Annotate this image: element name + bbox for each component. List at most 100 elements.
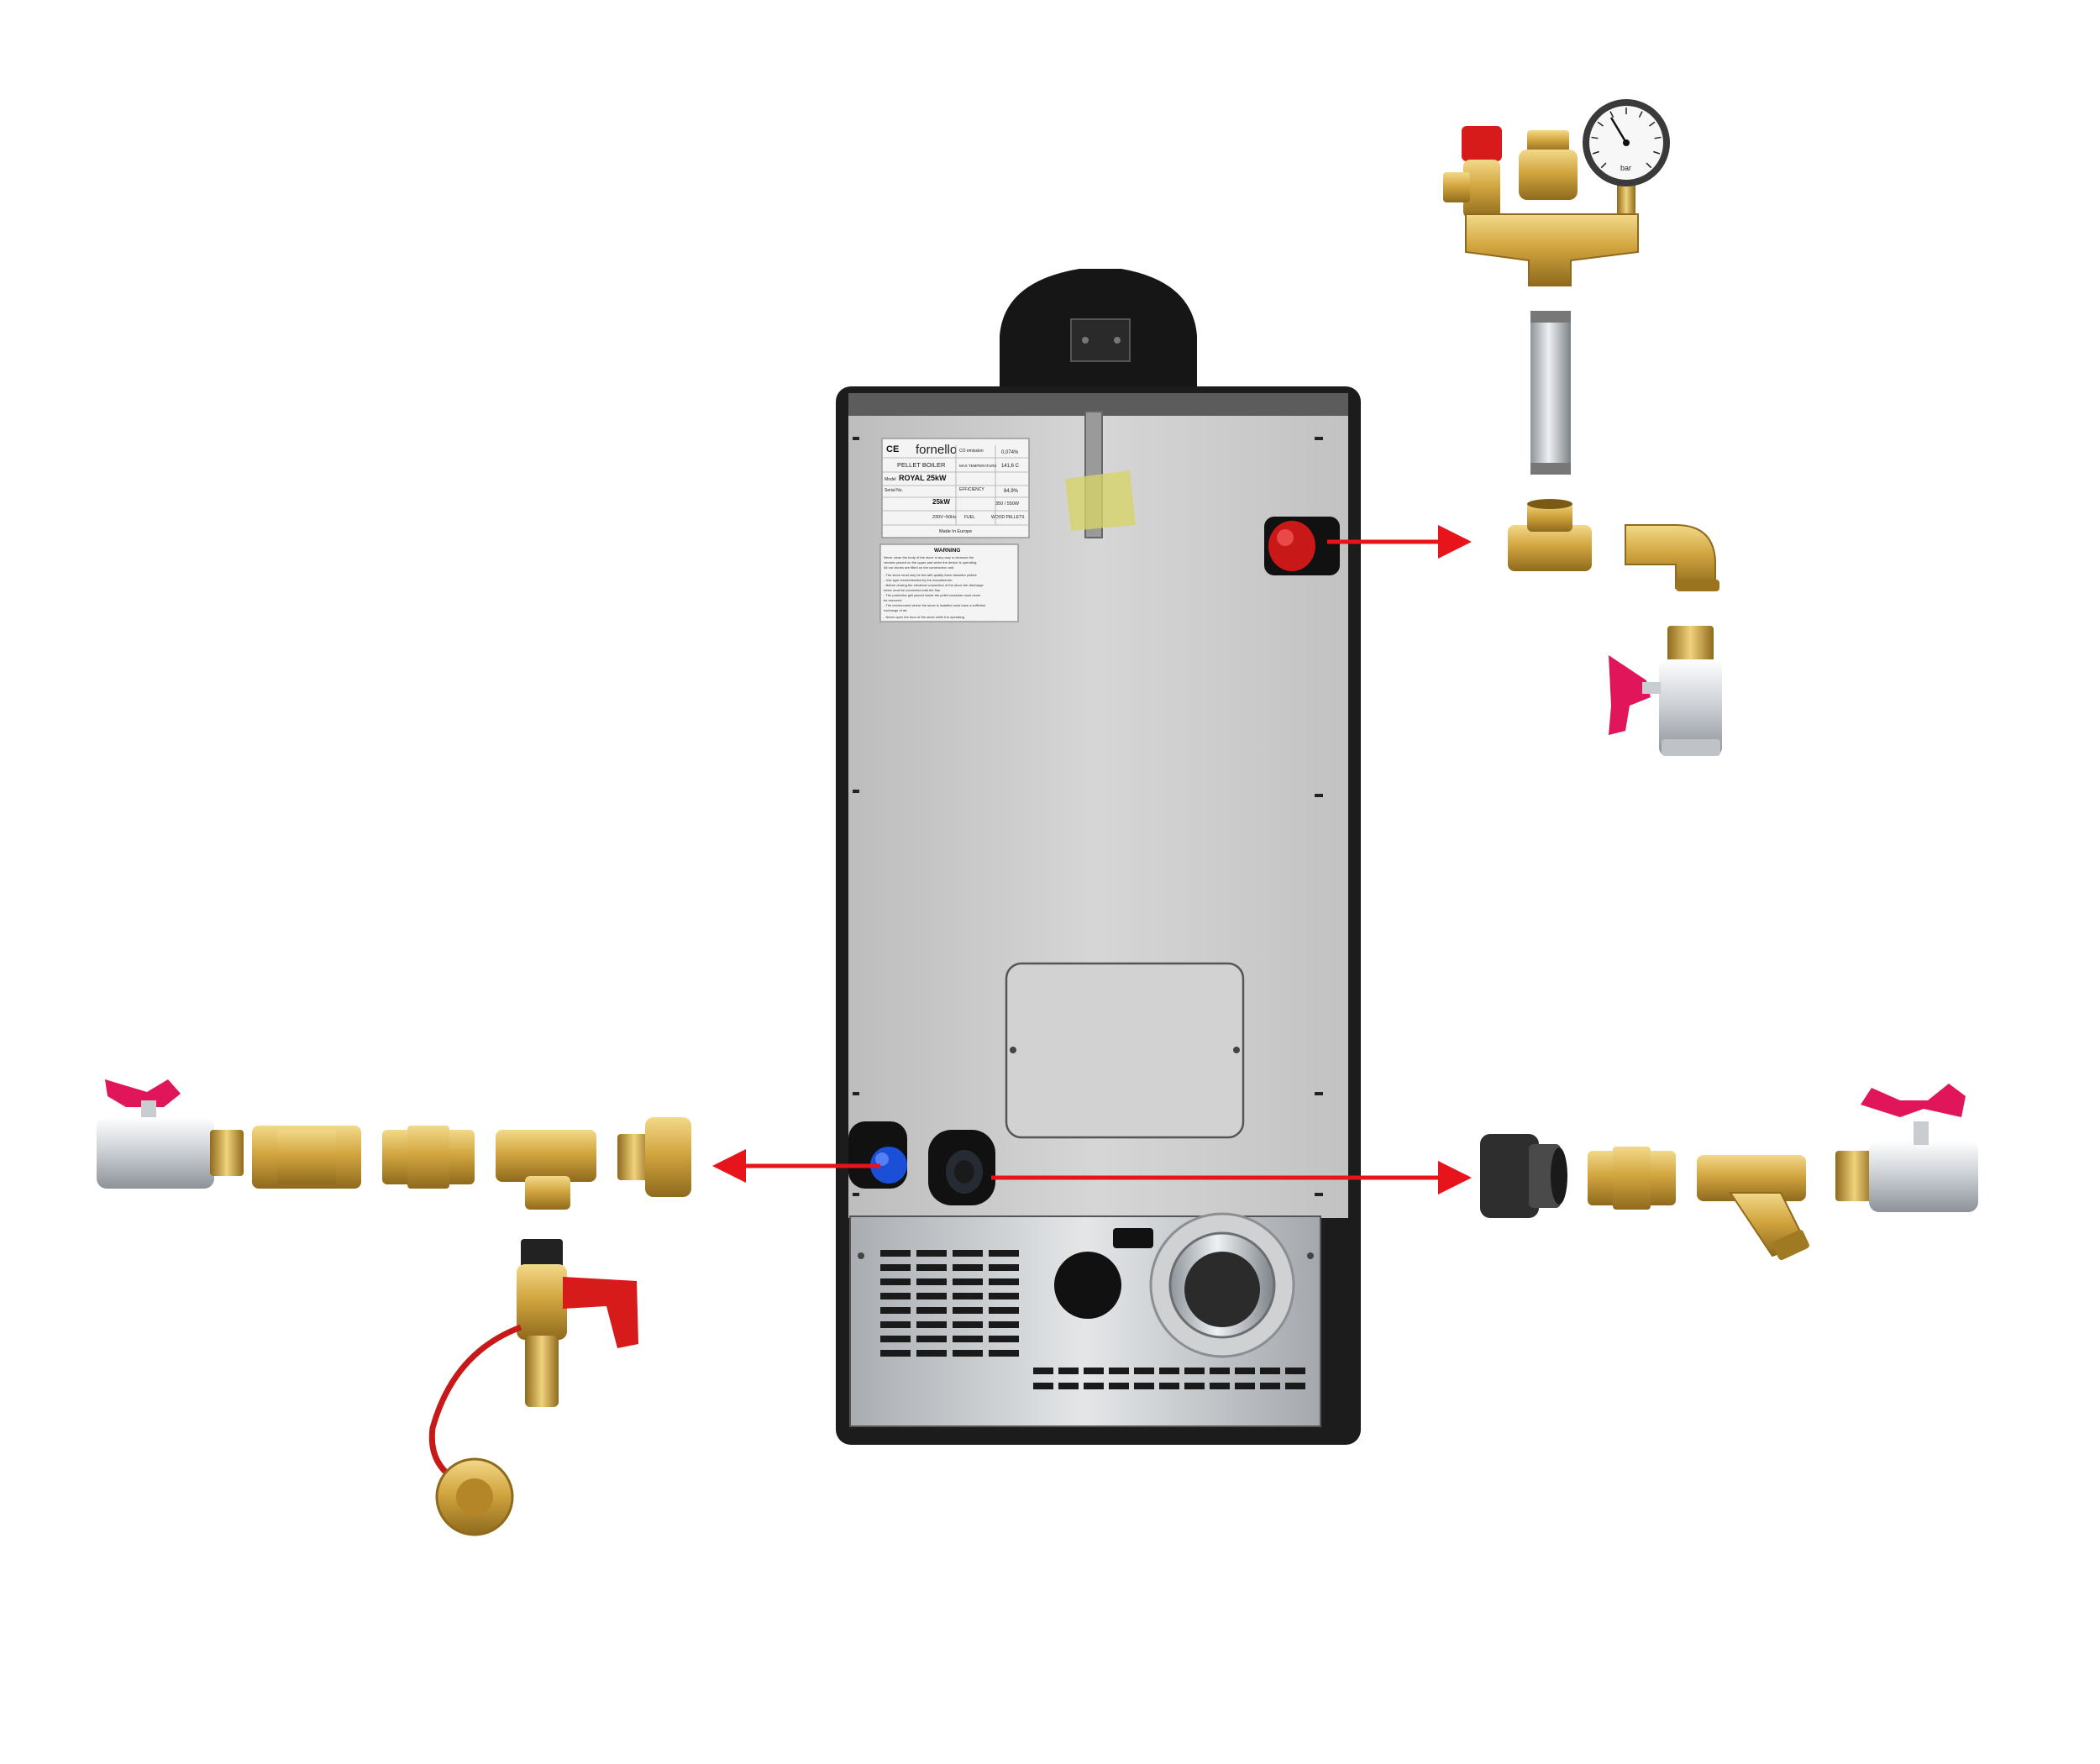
vent-slot — [1033, 1383, 1053, 1389]
vent-slot — [1285, 1383, 1305, 1389]
grille-slot — [880, 1336, 911, 1342]
grille-slot — [989, 1293, 1019, 1299]
plate-efficiency-value: 84,9% — [1004, 489, 1019, 494]
panel-screws — [853, 437, 1323, 1196]
power-socket — [1113, 1228, 1153, 1248]
brass-elbow-fitting — [1625, 524, 1719, 591]
grille-slot — [953, 1250, 983, 1257]
vent-slot — [1084, 1368, 1104, 1374]
ball-valve-outlet-handle — [1609, 655, 1651, 735]
boiler-flow-outlet-port — [1264, 517, 1340, 575]
plate-co-label: CO emission — [959, 449, 984, 454]
vent-slot — [1109, 1383, 1129, 1389]
brass-hex-nipple-return — [382, 1126, 475, 1189]
plate-efficiency-label: EFFICIENCY — [959, 487, 984, 492]
vent-slot — [1260, 1368, 1280, 1374]
service-hole — [1054, 1252, 1121, 1319]
access-hatch — [1005, 962, 1245, 1139]
drain-cap-chain — [428, 1324, 522, 1481]
drain-valve — [428, 1239, 638, 1536]
ball-valve-return-handle — [105, 1079, 181, 1107]
hood-bracket — [1070, 318, 1131, 362]
grille-slot — [916, 1307, 947, 1314]
pellet-boiler: CE fornello PELLET BOILER Model ROYAL 25… — [836, 269, 1361, 1445]
black-union-fitting — [1480, 1134, 1567, 1218]
check-valve — [252, 1126, 361, 1189]
safety-group-assembly: bar — [1443, 99, 1670, 286]
grille-slot — [916, 1264, 947, 1271]
grille-slot — [916, 1321, 947, 1328]
plate-power: 25kW — [932, 498, 950, 506]
grille-slot — [953, 1278, 983, 1285]
ball-valve-cold-handle — [1861, 1084, 1966, 1117]
automatic-air-vent — [1519, 130, 1578, 200]
grille-slot — [953, 1336, 983, 1342]
grille-slot — [880, 1293, 911, 1299]
warning-label: WARNING Never clean the body of the stov… — [879, 543, 1019, 622]
grille-slot — [989, 1350, 1019, 1357]
boiler-cold-water-port — [928, 1130, 995, 1205]
gauge-tick — [1609, 111, 1614, 118]
gauge-tick — [1591, 136, 1599, 139]
grille-slot — [953, 1321, 983, 1328]
grille-slot — [880, 1278, 911, 1285]
gauge-tick — [1600, 162, 1607, 169]
plate-fuel-label: FUEL — [964, 515, 975, 520]
warning-line-12: - Never open the door of the stove while… — [884, 615, 965, 619]
plate-ignition-value: 350 / 550W — [995, 501, 1020, 507]
grille-slot — [880, 1321, 911, 1328]
plate-fuel-value: WOOD PELLETS — [991, 515, 1025, 520]
vent-slot — [1159, 1383, 1179, 1389]
grille-slot — [953, 1293, 983, 1299]
gauge-needle — [1609, 117, 1628, 144]
grille-slot — [916, 1350, 947, 1357]
vent-slot — [1134, 1383, 1154, 1389]
vent-slot — [1210, 1368, 1230, 1374]
warning-line-1: Never clean the body of the stove in any… — [884, 555, 974, 559]
vent-slot — [1235, 1383, 1255, 1389]
grille-slot — [989, 1336, 1019, 1342]
grille-slot — [880, 1350, 911, 1357]
vent-slot — [1210, 1383, 1230, 1389]
grille-slot — [916, 1293, 947, 1299]
gauge-tick — [1638, 111, 1643, 118]
warning-line-4: - The stove must only be fed with qualit… — [884, 573, 977, 577]
vent-slot — [1109, 1368, 1129, 1374]
vent-slot — [1235, 1368, 1255, 1374]
brass-union-return — [617, 1117, 691, 1197]
plate-brand: fornello — [916, 443, 957, 457]
plate-voltage: 230V~50Hz — [932, 515, 957, 520]
vent-slot — [1159, 1368, 1179, 1374]
plate-model-label: Model — [885, 477, 896, 482]
rating-plate: CE fornello PELLET BOILER Model ROYAL 25… — [881, 438, 1030, 538]
gauge-tick — [1654, 136, 1662, 139]
grille-slot — [916, 1250, 947, 1257]
warning-line-3: All our stoves are fitted on the constru… — [884, 565, 954, 570]
connection-arrows — [712, 525, 1472, 1194]
grille-slot — [989, 1307, 1019, 1314]
vent-slot — [1084, 1383, 1104, 1389]
gauge-tick — [1597, 121, 1604, 127]
vent-slot — [1033, 1368, 1053, 1374]
flue-exhaust-pipe — [1149, 1212, 1295, 1358]
vent-slot — [1058, 1383, 1079, 1389]
brass-hex-nipple-cold — [1588, 1147, 1676, 1210]
plate-temp-value: 141,6 C — [1001, 464, 1020, 469]
grille-slot — [916, 1336, 947, 1342]
warning-line-5: - Use type recommended by the manufactur… — [884, 578, 953, 582]
warning-line-10: - The environment where the stove is ins… — [884, 603, 986, 607]
steel-pipe-nipple — [1530, 311, 1571, 475]
vent-slot — [1260, 1383, 1280, 1389]
brass-tee-fitting-return — [496, 1130, 596, 1210]
warning-line-9: be removed. — [884, 598, 902, 602]
ventilation-grille — [880, 1250, 1019, 1357]
vent-slot — [1058, 1368, 1079, 1374]
vent-slot — [1184, 1383, 1205, 1389]
plate-model: ROYAL 25kW — [899, 474, 947, 482]
gauge-tick — [1646, 162, 1652, 169]
grille-slot — [989, 1264, 1019, 1271]
ball-valve-outlet — [1609, 626, 1722, 756]
ball-valve-return — [97, 1079, 244, 1189]
safety-group-manifold — [1465, 213, 1639, 286]
warning-line-7: tubes must be connected with the flue. — [884, 588, 941, 592]
